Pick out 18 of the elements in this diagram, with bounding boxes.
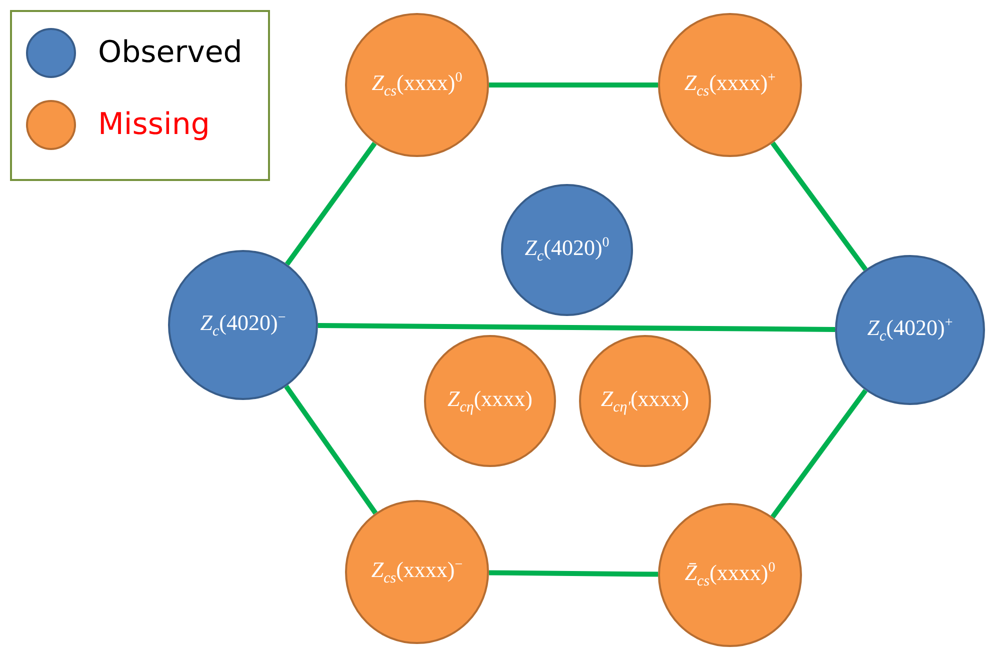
connector-line: [318, 323, 836, 332]
state-label: Z$_{c}$(4020)$^{0}$: [524, 234, 610, 266]
connector-line: [770, 142, 868, 272]
connector-line: [489, 82, 658, 88]
state-label: Z$_{cs}$(xxxx)$^{+}$: [684, 70, 776, 100]
connector-line: [284, 384, 378, 515]
connector-line: [770, 388, 868, 518]
legend-label: Missing: [98, 107, 210, 143]
state-label: Z$_{c}$(4020)$^{+}$: [867, 314, 953, 346]
state-label: Z$_{cη}$(xxxx): [447, 386, 532, 416]
state-label: Z$_{cs}$(xxxx)$^{−}$: [371, 556, 463, 588]
connector-line: [488, 570, 658, 577]
connector-line: [285, 142, 377, 266]
state-label: Z̄$_{cs}$(xxxx)$^{0}$: [684, 560, 776, 590]
state-label: Z$_{cη′}$(xxxx): [600, 386, 690, 416]
state-label: Z$_{cs}$(xxxx)$^{0}$: [372, 70, 462, 100]
legend-label: Observed: [98, 35, 242, 71]
state-label: Z$_{c}$(4020)$^{−}$: [200, 310, 286, 340]
